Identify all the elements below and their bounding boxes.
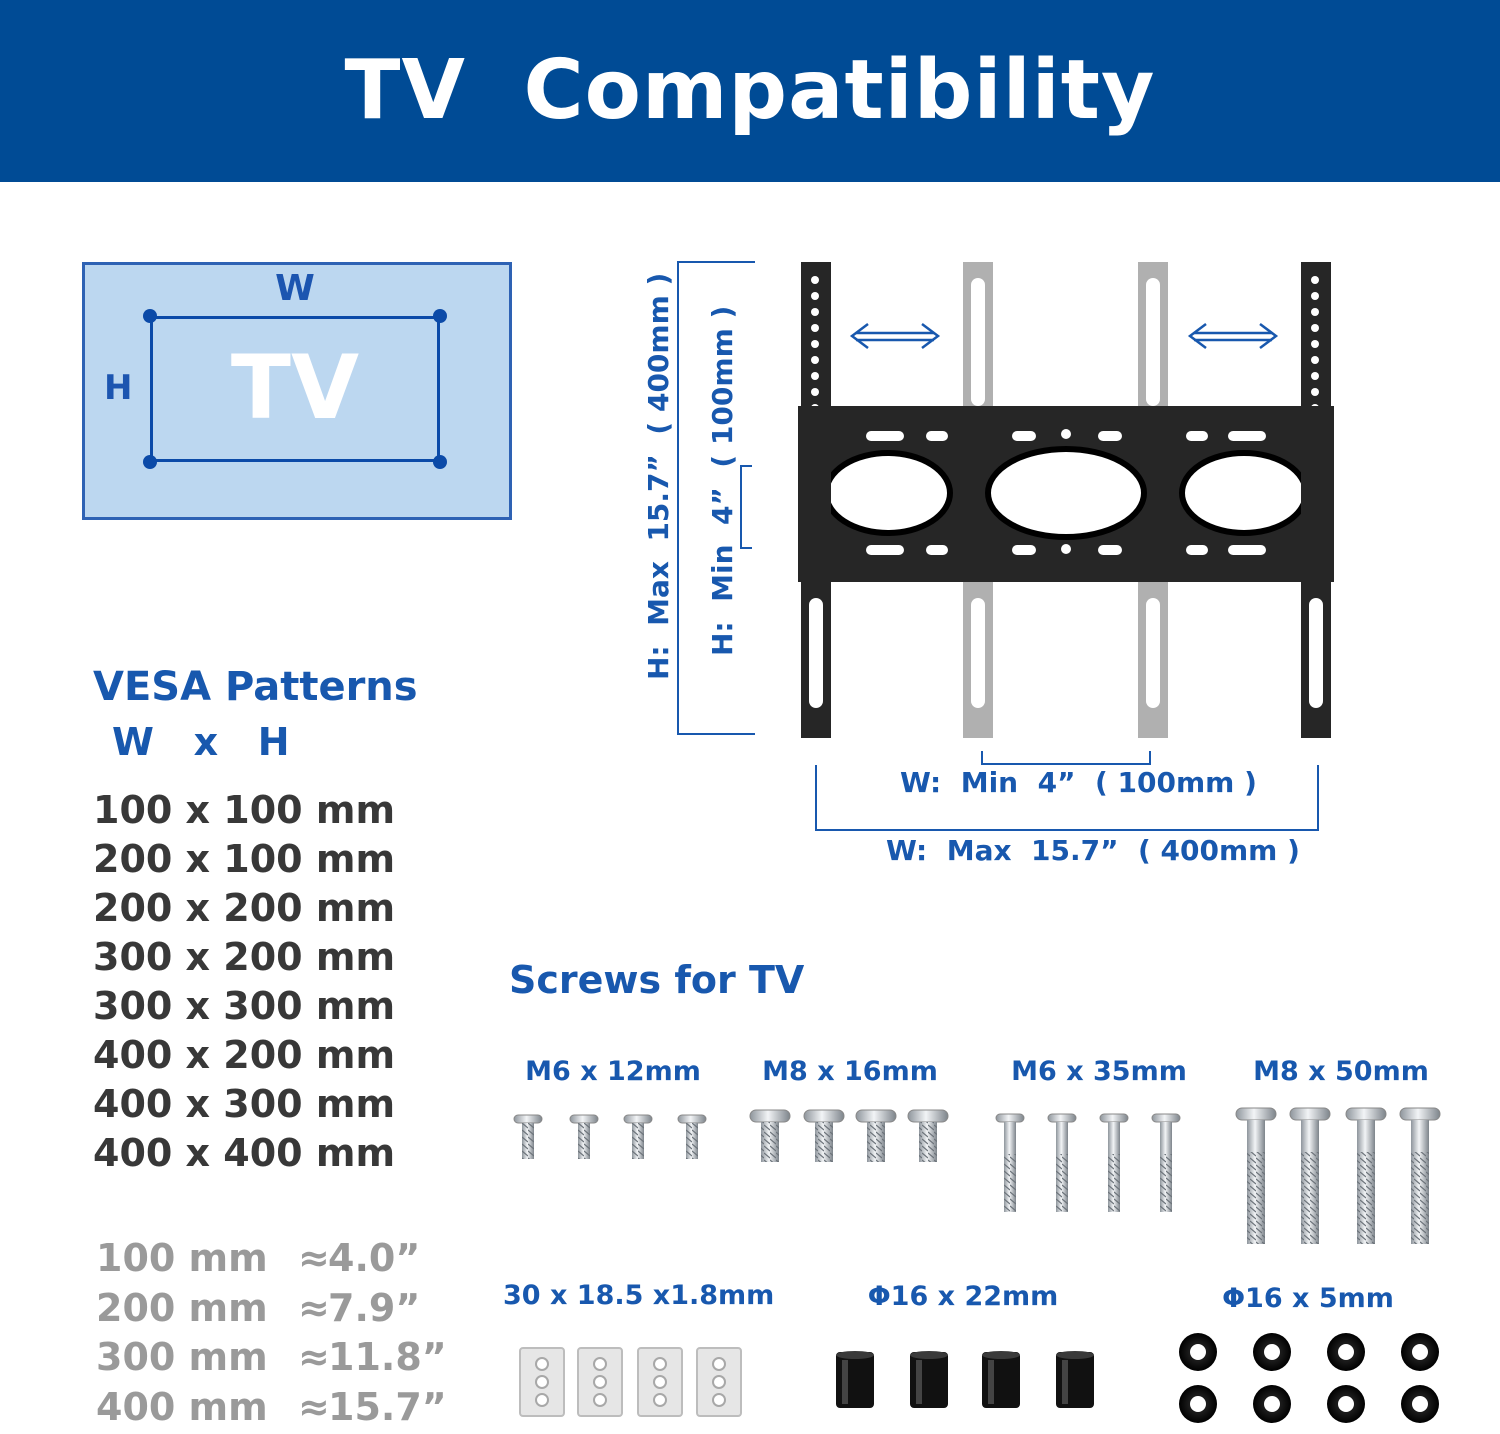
tv-label: TV: [230, 336, 360, 439]
double-arrow-icon: [1187, 323, 1279, 349]
vesa-hole-dot: [143, 309, 157, 323]
width-label: W: [275, 268, 315, 309]
hardware-label: Φ16 x 5mm: [1222, 1283, 1394, 1314]
short-screw-icon: [513, 1114, 707, 1159]
vesa-pattern-item: 400 x 400 mm: [93, 1131, 396, 1175]
hardware-label: M8 x 16mm: [762, 1056, 938, 1087]
vesa-pattern-item: 100 x 100 mm: [93, 788, 396, 832]
vesa-pattern-list: 100 x 100 mm 200 x 100 mm 200 x 200 mm 3…: [93, 786, 395, 1178]
vesa-pattern-item: 400 x 200 mm: [93, 1033, 396, 1077]
vesa-hole-dot: [143, 455, 157, 469]
extra-long-screw-icon: [1235, 1107, 1441, 1244]
height-min-label: H: Min 4” ( 100mm ): [706, 305, 739, 656]
vesa-hole-dot: [433, 309, 447, 323]
conversion-item: 400 mm≈15.7”: [96, 1384, 447, 1429]
outer-bracket-arm: [1301, 262, 1331, 738]
wall-plate: [798, 406, 1334, 582]
hardware-label: M8 x 50mm: [1253, 1056, 1429, 1087]
plate-washer-icon: [519, 1347, 742, 1417]
thick-screw-icon: [749, 1109, 949, 1162]
conversion-item: 300 mm≈11.8”: [96, 1335, 447, 1379]
height-max-label: H: Max 15.7” ( 400mm ): [642, 272, 675, 680]
outer-bracket-arm: [801, 262, 831, 738]
hardware-label: M6 x 12mm: [525, 1056, 701, 1087]
vesa-pattern-item: 200 x 100 mm: [93, 837, 396, 881]
width-max-label: W: Max 15.7” ( 400mm ): [886, 834, 1300, 867]
vesa-pattern-item: 300 x 300 mm: [93, 984, 396, 1028]
hardware-label: Φ16 x 22mm: [867, 1281, 1059, 1312]
vesa-wxh-header: W x H: [112, 720, 290, 764]
vesa-pattern-item: 200 x 200 mm: [93, 886, 396, 930]
double-arrow-icon: [849, 323, 941, 349]
ring-washer-icon: [1179, 1333, 1439, 1423]
vesa-pattern-item: 300 x 200 mm: [93, 935, 396, 979]
mount-bracket-illustration: [677, 261, 1334, 831]
screws-title: Screws for TV: [509, 958, 805, 1002]
header-banner: [0, 0, 1500, 182]
vesa-title: VESA Patterns: [93, 664, 418, 710]
conversion-item: 100 mm≈4.0”: [96, 1236, 421, 1280]
conversion-item: 200 mm≈7.9”: [96, 1285, 421, 1330]
tv-screen-diagram: [82, 262, 512, 520]
height-label: H: [104, 368, 133, 408]
page-title: TV Compatibility: [344, 43, 1156, 138]
hardware-label: 30 x 18.5 x1.8mm: [503, 1280, 775, 1311]
hardware-label: M6 x 35mm: [1011, 1056, 1187, 1087]
width-min-label: W: Min 4” ( 100mm ): [900, 766, 1257, 799]
vesa-pattern-item: 400 x 300 mm: [93, 1082, 396, 1126]
vesa-hole-dot: [433, 455, 447, 469]
hardware-illustrations: [513, 1107, 1441, 1423]
vesa-hole-rectangle: [150, 316, 440, 462]
long-screw-icon: [995, 1113, 1181, 1212]
conversion-list: 100 mm≈4.0” 200 mm≈7.9” 300 mm≈11.8” 400…: [96, 1234, 447, 1432]
spacer-icon: [836, 1351, 1094, 1408]
